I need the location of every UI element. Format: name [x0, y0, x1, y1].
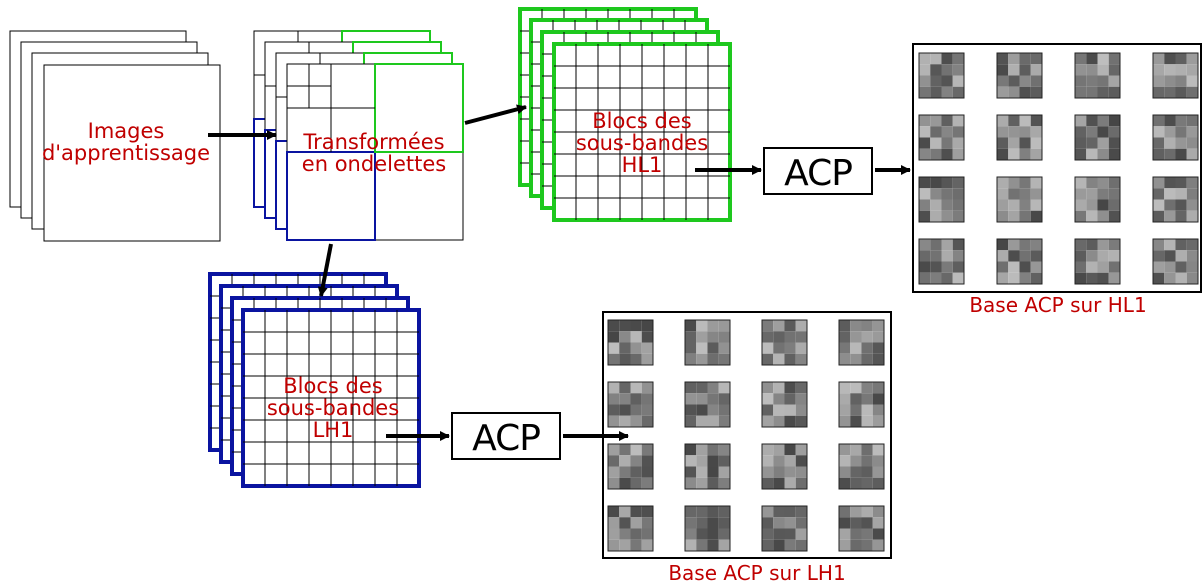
acp-top-label: ACP: [784, 153, 852, 194]
acp-top-box: [763, 147, 873, 195]
hl1-label-line2: sous-bandes: [576, 131, 708, 155]
arrow-transform-to-hl1: [464, 104, 527, 125]
pca-basis-tile: [1152, 52, 1199, 99]
lh1-label-line2: sous-bandes: [267, 396, 399, 420]
transform-label-line2: en ondelettes: [302, 152, 446, 176]
base-lh1-caption: Base ACP sur LH1: [668, 561, 845, 585]
pca-basis-tile: [684, 319, 731, 366]
images-label-line2: d'apprentissage: [42, 141, 210, 165]
pca-basis-tile: [918, 52, 965, 99]
lh1-label-line3: LH1: [313, 418, 354, 442]
pca-basis-tile: [761, 505, 808, 552]
pca-basis-tile: [918, 114, 965, 161]
pca-basis-tile: [684, 505, 731, 552]
images-label-line1: Images: [88, 119, 165, 143]
pca-basis-tile: [1152, 114, 1199, 161]
base-hl1-caption: Base ACP sur HL1: [969, 293, 1146, 317]
hl1-label-line3: HL1: [622, 153, 663, 177]
pca-basis-tile: [838, 505, 885, 552]
pca-basis-tile: [761, 381, 808, 428]
pca-basis-lh1-panel: [602, 311, 892, 559]
hl1-blocks-stack: [518, 7, 732, 222]
block-grid-sheet: [552, 42, 732, 222]
training-images-stack: [9, 30, 221, 242]
pca-basis-tile: [1074, 238, 1121, 285]
pca-basis-tile: [918, 238, 965, 285]
pca-basis-tile: [996, 176, 1043, 223]
acp-bottom-box: [451, 412, 561, 460]
hl1-label-line1: Blocs des: [592, 109, 691, 133]
pca-basis-tile: [918, 176, 965, 223]
pca-basis-tile: [607, 381, 654, 428]
wavelet-transform-stack: [253, 30, 464, 241]
pca-basis-tile: [838, 443, 885, 490]
pca-basis-tile: [607, 443, 654, 490]
pca-basis-tile: [996, 52, 1043, 99]
training-image-sheet: [43, 64, 221, 242]
pca-basis-tile: [1074, 114, 1121, 161]
pca-basis-tile: [1074, 52, 1121, 99]
pca-basis-hl1-panel: [912, 43, 1202, 293]
lh1-blocks-stack: [208, 272, 421, 488]
pca-basis-tile: [1074, 176, 1121, 223]
pca-basis-tile: [761, 443, 808, 490]
pca-basis-tile: [996, 114, 1043, 161]
pca-basis-tile: [1152, 238, 1199, 285]
acp-bottom-label: ACP: [472, 418, 540, 459]
pca-basis-tile: [684, 381, 731, 428]
pca-basis-tile: [1152, 176, 1199, 223]
pca-basis-tile: [607, 319, 654, 366]
transform-label-line1: Transformées: [302, 130, 444, 154]
pca-basis-tile: [996, 238, 1043, 285]
lh1-label-line1: Blocs des: [283, 374, 382, 398]
pca-basis-tile: [684, 443, 731, 490]
arrows: [208, 104, 911, 441]
block-grid-sheet: [241, 308, 421, 488]
arrow-transform-to-lh1: [317, 243, 333, 297]
wavelet-transform-sheet: [286, 63, 464, 241]
pca-basis-tile: [838, 319, 885, 366]
pca-basis-tile: [838, 381, 885, 428]
pca-basis-tile: [607, 505, 654, 552]
pca-basis-tile: [761, 319, 808, 366]
